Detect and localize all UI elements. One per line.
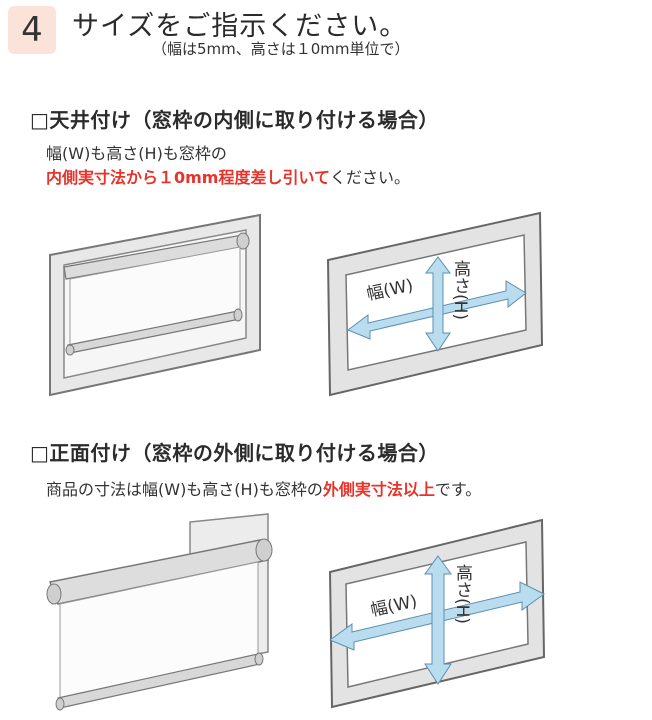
outside-mount-emphasis: 外側実寸法以上 bbox=[322, 480, 435, 499]
inside-mount-title: □天井付け（窓枠の内側に取り付ける場合） bbox=[30, 108, 439, 132]
step-title: サイズをご指示ください。 bbox=[72, 11, 408, 42]
outside-mount-measurement-diagram: 幅(W) 高さ(H) bbox=[328, 518, 546, 709]
inside-mount-desc-line1: 幅(W)も高さ(H)も窓枠の bbox=[46, 144, 227, 163]
inside-mount-blind-illustration bbox=[49, 213, 261, 397]
outside-mount-desc-tail: です。 bbox=[434, 480, 482, 499]
inside-height-label: 高さ(H) bbox=[450, 260, 470, 320]
outside-mount-blind-illustration bbox=[46, 513, 273, 711]
outside-mount-desc-head: 商品の寸法は幅(W)も高さ(H)も窓枠の bbox=[46, 480, 323, 499]
outside-height-label: 高さ(H) bbox=[452, 564, 472, 624]
outside-mount-desc: 商品の寸法は幅(W)も高さ(H)も窓枠の外側実寸法以上です。 bbox=[46, 476, 481, 500]
step-number-badge: 4 bbox=[8, 6, 56, 54]
inside-mount-emphasis: 内側実寸法から１0mm程度差し引いて bbox=[46, 168, 330, 187]
outside-mount-title: □正面付け（窓枠の外側に取り付ける場合） bbox=[30, 441, 439, 465]
inside-mount-measurement-diagram: 幅(W) 高さ(H) bbox=[326, 211, 544, 397]
inside-mount-desc-line2: 内側実寸法から１0mm程度差し引いてください。 bbox=[46, 164, 410, 188]
inside-mount-desc-tail: ください。 bbox=[330, 168, 411, 187]
step-note: （幅は5mm、高さは１0mm単位で） bbox=[152, 40, 410, 58]
